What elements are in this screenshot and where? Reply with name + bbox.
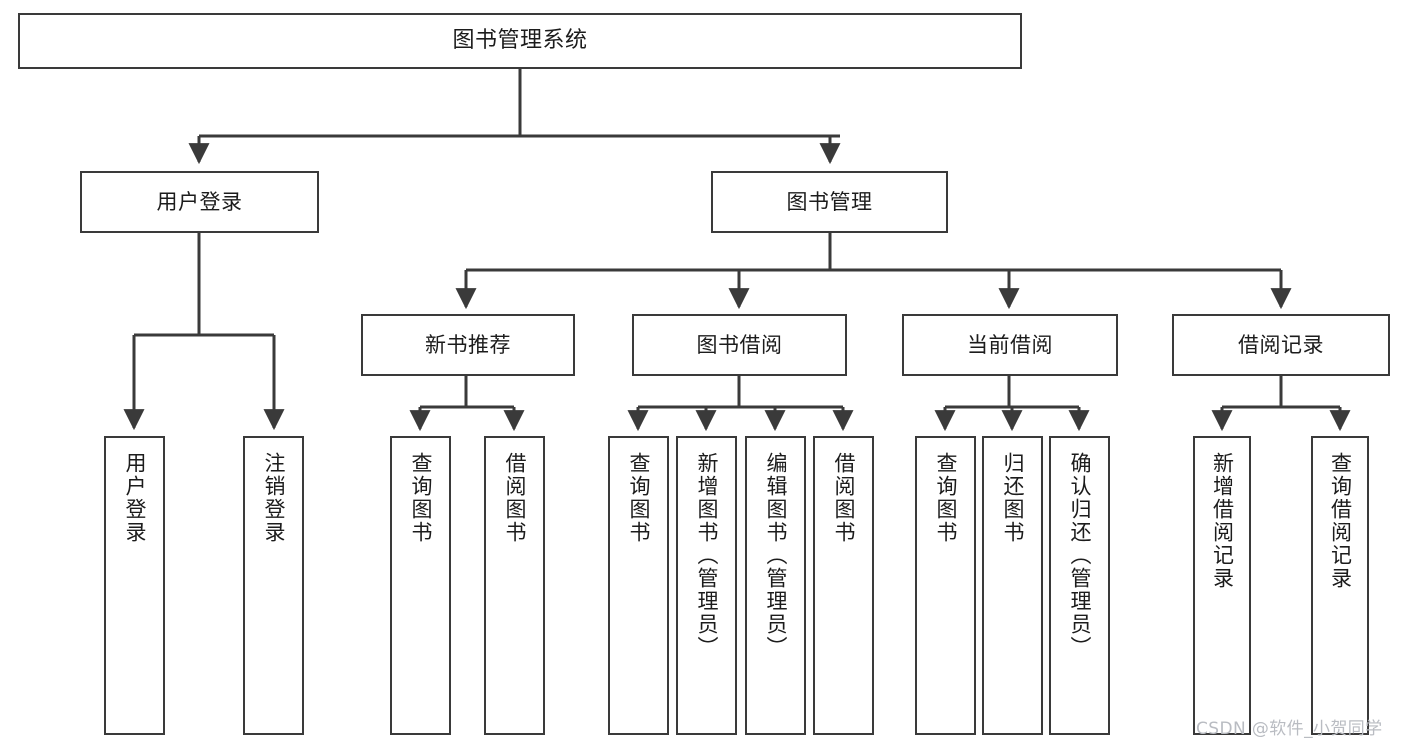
leaf-borrow-book-recommend[interactable]: 借阅图书 [484,436,545,735]
node-label: 查询图书 [409,452,433,544]
node-label: 新增借阅记录 [1210,452,1235,590]
leaf-borrow-book[interactable]: 借阅图书 [813,436,874,735]
leaf-edit-book-admin[interactable]: 编辑图书（管理员） [745,436,806,735]
leaf-query-book-current[interactable]: 查询图书 [915,436,976,735]
node-current-borrow[interactable]: 当前借阅 [902,314,1118,376]
node-book-borrow[interactable]: 图书借阅 [632,314,847,376]
leaf-confirm-return-admin[interactable]: 确认归还（管理员） [1049,436,1110,735]
node-user-login[interactable]: 用户登录 [80,171,319,233]
node-label: 查询图书 [934,452,958,544]
leaf-add-book-admin[interactable]: 新增图书（管理员） [676,436,737,735]
node-new-book-recommend[interactable]: 新书推荐 [361,314,575,376]
node-label: 编辑图书（管理员） [764,452,788,659]
node-label: 归还图书 [1001,452,1025,544]
watermark: CSDN @软件_小贺同学 [1196,719,1383,739]
node-label: 图书借阅 [696,332,783,357]
node-label: 用户登录 [123,452,147,544]
node-label: 查询借阅记录 [1328,452,1353,590]
node-root-book-management-system[interactable]: 图书管理系统 [18,13,1022,69]
leaf-query-book-borrow[interactable]: 查询图书 [608,436,669,735]
node-label: 当前借阅 [967,332,1053,357]
node-label: 确认归还（管理员） [1068,452,1092,659]
leaf-user-login[interactable]: 用户登录 [104,436,165,735]
leaf-query-borrow-record[interactable]: 查询借阅记录 [1311,436,1369,735]
leaf-add-borrow-record[interactable]: 新增借阅记录 [1193,436,1251,735]
node-label: 用户登录 [156,189,243,214]
node-book-management[interactable]: 图书管理 [711,171,948,233]
node-label: 借阅图书 [832,452,856,544]
node-label: 查询图书 [627,452,651,544]
node-label: 借阅记录 [1238,332,1324,357]
leaf-query-book-recommend[interactable]: 查询图书 [390,436,451,735]
node-label: 新书推荐 [425,332,511,357]
node-label: 图书管理 [786,189,873,214]
node-label: 注销登录 [262,452,286,544]
leaf-return-book[interactable]: 归还图书 [982,436,1043,735]
leaf-logout-login[interactable]: 注销登录 [243,436,304,735]
node-label: 新增图书（管理员） [695,452,719,659]
node-borrow-record[interactable]: 借阅记录 [1172,314,1390,376]
node-label: 借阅图书 [503,452,527,544]
node-label: 图书管理系统 [452,28,588,54]
